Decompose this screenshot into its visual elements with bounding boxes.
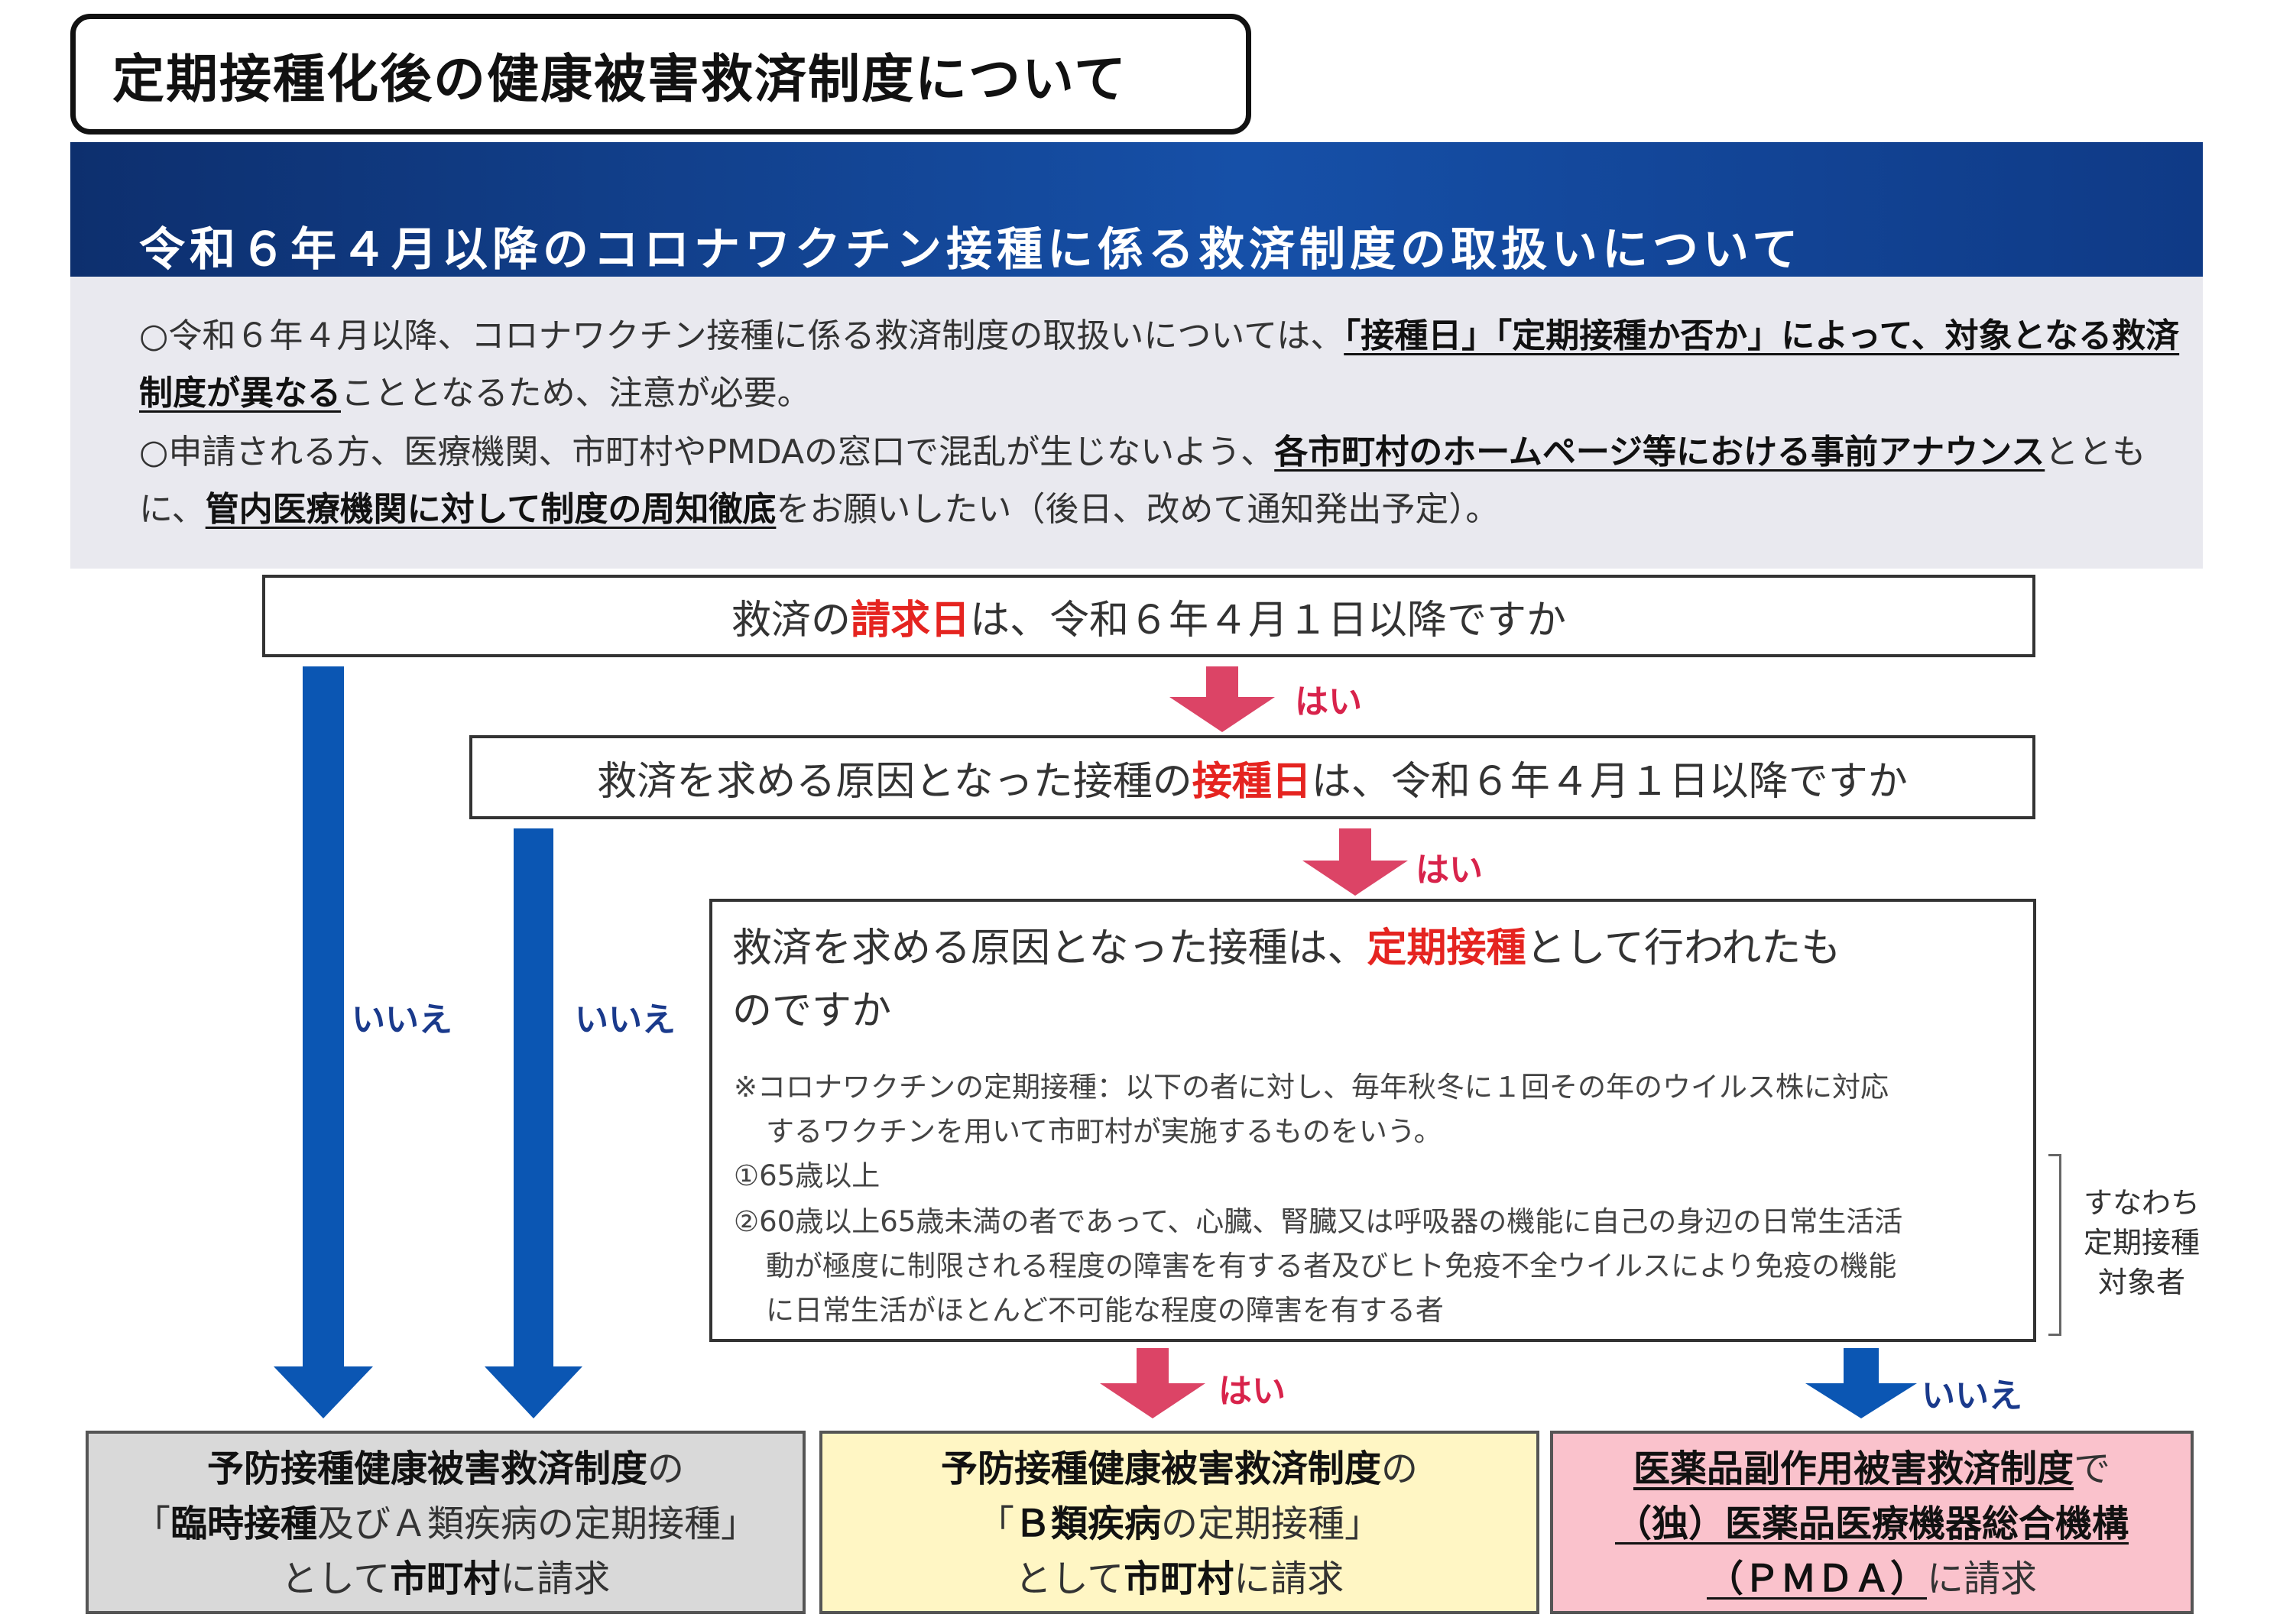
question-3-text-line2: のですか [732, 988, 892, 1034]
question-3-text: 救済を求める原因となった接種は、定期接種として行われたも [732, 925, 1841, 971]
note-line-1: ※コロナワクチンの定期接種：以下の者に対し、毎年秋冬に１回その年のウイルス株に対… [734, 1071, 1889, 1104]
side-bracket [2048, 1154, 2061, 1336]
info-emphasis: 各市町村のホームページ等における事前アナウンス [1274, 433, 2045, 472]
yes-label-1: はい [1295, 682, 1362, 721]
info-panel: ○令和６年４月以降、コロナワクチン接種に係る救済制度の取扱いについては、「接種日… [70, 277, 2203, 569]
info-text: とともに、 [139, 433, 2146, 529]
note-item-2a: ②60歳以上65歳未満の者であって、心臓、腎臓又は呼吸器の機能に自己の身辺の日常… [734, 1205, 1903, 1238]
info-text: こととなるため、注意が必要。 [341, 374, 811, 413]
no-label-3: いいえ [1922, 1376, 2022, 1415]
no-arrow-3 [1805, 1348, 1917, 1418]
yes-label-2: はい [1416, 851, 1483, 890]
side-note-line: 対象者 [2097, 1266, 2185, 1299]
question-2-text: 救済を求める原因となった接種の接種日は、令和６年４月１日以降ですか [597, 758, 1908, 805]
note-item-2b: 動が極度に制限される程度の障害を有する者及びヒト免疫不全ウイルスにより免疫の機能 [766, 1250, 1897, 1282]
banner-title: 令和６年４月以降のコロナワクチン接種に係る救済制度の取扱いについて [139, 223, 1803, 277]
info-text: ○申請される方、医療機関、市町村やPMDAの窓口で混乱が生じないよう、 [139, 433, 1275, 472]
side-note-line: 定期接種 [2083, 1226, 2200, 1259]
yes-arrow-3 [1100, 1348, 1205, 1418]
question-1-text: 救済の請求日は、令和６年４月１日以降ですか [731, 597, 1567, 643]
page-title: 定期接種化後の健康被害救済制度について [112, 49, 1127, 110]
note-item-1: ①65歳以上 [734, 1159, 881, 1192]
note-item-2c: に日常生活がほとんど不可能な程度の障害を有する者 [766, 1294, 1444, 1327]
section-banner: 令和６年４月以降のコロナワクチン接種に係る救済制度の取扱いについて [70, 142, 2203, 277]
result-box-3: 医薬品副作用被害救済制度で （独）医薬品医療機器総合機構 （ＰＭＤＡ）に請求 [1550, 1431, 2194, 1614]
no-arrow-1 [274, 666, 373, 1418]
info-text: をお願いしたい（後日、改めて通知発出予定）。 [776, 490, 1500, 529]
question-3-box: 救済を求める原因となった接種は、定期接種として行われたも のですか ※コロナワク… [709, 899, 2036, 1342]
info-paragraph-1: ○令和６年４月以降、コロナワクチン接種に係る救済制度の取扱いについては、「接種日… [139, 307, 2188, 422]
page-title-box: 定期接種化後の健康被害救済制度について [70, 14, 1251, 135]
yes-arrow-2 [1302, 828, 1408, 896]
no-arrow-2 [485, 828, 582, 1418]
question-2-box: 救済を求める原因となった接種の接種日は、令和６年４月１日以降ですか [469, 735, 2035, 819]
yes-arrow-1 [1169, 666, 1275, 732]
info-paragraph-2: ○申請される方、医療機関、市町村やPMDAの窓口で混乱が生じないよう、各市町村の… [139, 423, 2188, 538]
info-emphasis: 「接種日」「定期接種か否か」によって、対象となる救済制度が異なる [139, 316, 2180, 413]
side-note: すなわち 定期接種 対象者 [2073, 1183, 2210, 1302]
yes-label-3: はい [1218, 1372, 1286, 1411]
no-label-2: いいえ [575, 1000, 676, 1039]
question-1-box: 救済の請求日は、令和６年４月１日以降ですか [262, 575, 2035, 657]
result-box-1: 予防接種健康被害救済制度の 「臨時接種及びＡ類疾病の定期接種」 として市町村に請… [86, 1431, 806, 1614]
info-emphasis: 管内医療機関に対して制度の周知徹底 [205, 490, 777, 529]
no-label-1: いいえ [352, 1000, 452, 1039]
side-note-line: すなわち [2083, 1186, 2200, 1220]
result-box-2: 予防接種健康被害救済制度の 「Ｂ類疾病の定期接種」 として市町村に請求 [819, 1431, 1539, 1614]
info-text: ○令和６年４月以降、コロナワクチン接種に係る救済制度の取扱いについては、 [139, 316, 1344, 355]
note-line-2: するワクチンを用いて市町村が実施するものをいう。 [766, 1115, 1442, 1148]
